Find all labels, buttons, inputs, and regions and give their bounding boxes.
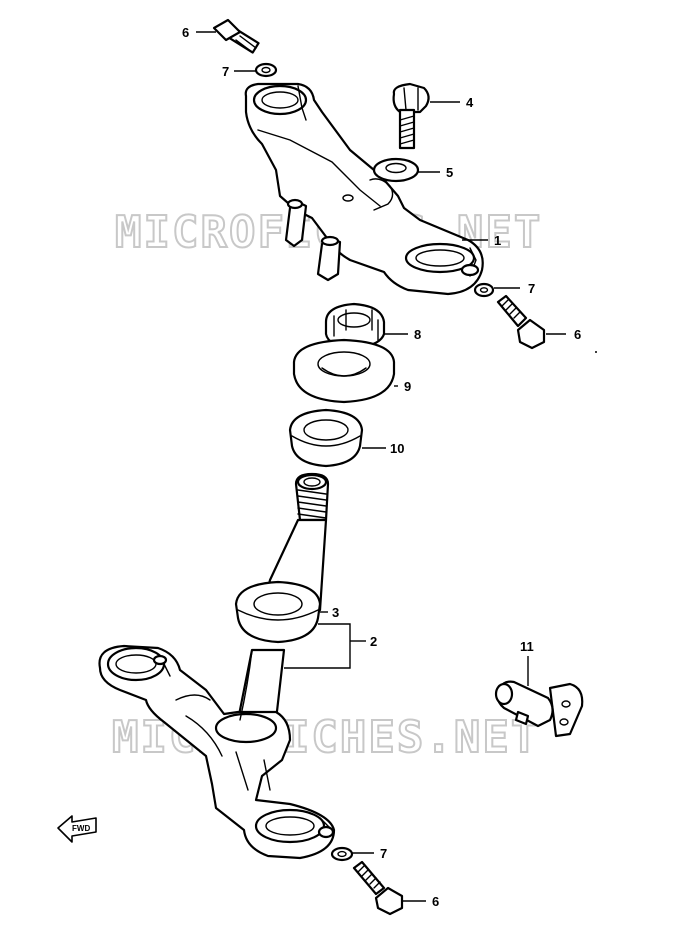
part-9-seal: [292, 338, 396, 404]
callout-2: 2: [370, 634, 377, 649]
callout-6-top: 6: [182, 25, 189, 40]
leader-lines: [196, 31, 566, 902]
callout-3: 3: [332, 605, 339, 620]
callout-10: 10: [390, 441, 404, 456]
part-2-steering-stem: [98, 472, 336, 860]
part-6-bolt-right: [496, 294, 546, 350]
part-1-upper-bracket: [244, 82, 484, 296]
callout-11: 11: [520, 639, 534, 654]
part-7-washer-right: [473, 282, 495, 298]
part-6-bolt-top: [212, 18, 260, 54]
callout-5: 5: [446, 165, 453, 180]
callout-9: 9: [404, 379, 411, 394]
callout-7-right: 7: [528, 281, 535, 296]
forward-arrow-icon: FWD: [57, 815, 97, 843]
part-11-steering-lock: [494, 680, 584, 738]
callout-7-bottom: 7: [380, 846, 387, 861]
callout-4: 4: [466, 95, 474, 110]
part-4-bolt: [392, 82, 430, 150]
part-10-bearing: [288, 408, 364, 468]
callout-6-bottom: 6: [432, 894, 439, 909]
callout-7-top: 7: [222, 64, 229, 79]
part-6-bolt-bottom: [352, 860, 404, 916]
callout-1: 1: [494, 233, 501, 248]
speck: [595, 351, 597, 353]
callout-6-right: 6: [574, 327, 581, 342]
part-5-washer: [372, 157, 420, 183]
part-7-washer-bottom: [330, 846, 354, 862]
part-3-bearing: [234, 580, 322, 644]
forward-label: FWD: [72, 824, 90, 833]
part-7-washer-top: [254, 62, 278, 78]
callout-8: 8: [414, 327, 421, 342]
